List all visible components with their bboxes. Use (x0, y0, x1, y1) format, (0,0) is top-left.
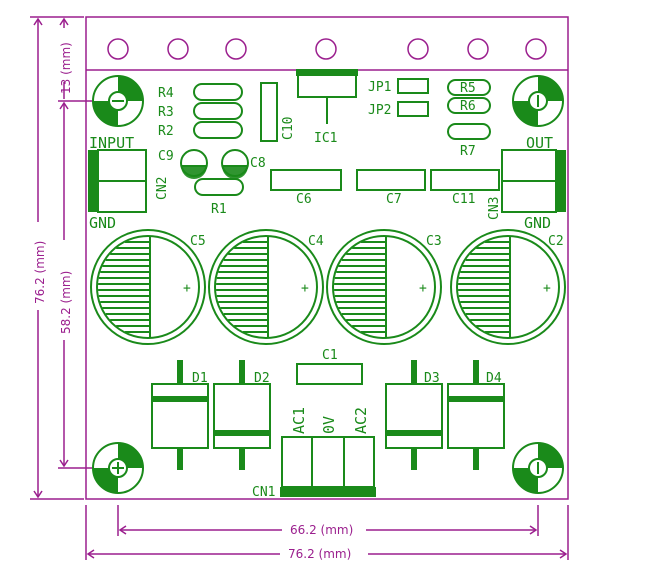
capacitor-c3: + C3 (326, 229, 442, 345)
cn2-label: CN2 (155, 177, 170, 200)
ic1: IC1 (296, 69, 358, 146)
c3-label: C3 (426, 234, 442, 249)
diode-d3: D3 (385, 360, 443, 470)
mounting-hole-bottom-left (92, 442, 144, 494)
capacitor-c6: C6 (270, 169, 342, 207)
resistor-r4: R4 (158, 83, 243, 101)
gnd-left-label: GND (89, 214, 116, 232)
resistor-r5: R5 (447, 79, 491, 96)
capacitor-c5: + C5 (90, 229, 206, 345)
top-pin-row (107, 38, 547, 60)
c2-label: C2 (548, 234, 564, 249)
resistor-r2: R2 (158, 121, 243, 139)
c4-label: C4 (308, 234, 324, 249)
capacitor-c10: C10 (260, 82, 296, 142)
top-offset-label: 13 (mm) (59, 42, 73, 94)
resistor-r7: R7 (447, 123, 491, 159)
capacitor-plus-mark: + (301, 281, 309, 296)
resistor-r6: R6 (447, 97, 491, 114)
width-total-label: 76.2 (mm) (288, 547, 351, 561)
ac2-label: AC2 (352, 407, 370, 434)
dimension-height-total: 76.2 (mm) (30, 16, 84, 500)
c9-label: C9 (158, 149, 174, 164)
capacitor-c11: C11 (430, 169, 500, 207)
gnd-right-label: GND (524, 214, 551, 232)
c10-label: C10 (281, 117, 296, 140)
width-holes-label: 66.2 (mm) (290, 523, 353, 537)
cn3-label: CN3 (487, 197, 502, 220)
dimension-height-holes: 58.2 (mm) (58, 100, 92, 469)
jp2-label: JP2 (368, 103, 391, 118)
connector-cn1: AC1 0V AC2 CN1 (252, 407, 376, 500)
height-holes-label: 58.2 (mm) (59, 271, 73, 334)
capacitor-c8: C8 (221, 149, 266, 179)
dimension-width-total: 76.2 (mm) (85, 505, 569, 561)
capacitor-c9: C9 (158, 149, 208, 179)
d2-label: D2 (254, 371, 270, 386)
r6-label: R6 (460, 99, 476, 114)
resistor-r1: R1 (194, 178, 244, 217)
c1-label: C1 (322, 348, 338, 363)
r2-label: R2 (158, 124, 174, 139)
dimension-width-holes: 66.2 (mm) (117, 505, 539, 537)
c5-label: C5 (190, 234, 206, 249)
diode-d2: D2 (213, 360, 271, 470)
mounting-hole-bottom-right (512, 442, 564, 494)
jumper-jp2: JP2 (368, 101, 429, 118)
r5-label: R5 (460, 81, 476, 96)
mounting-hole-top-right (512, 75, 564, 127)
d4-label: D4 (486, 371, 502, 386)
capacitor-plus-mark: + (183, 281, 191, 296)
connector-cn2: CN2 INPUT GND (88, 134, 170, 232)
r4-label: R4 (158, 86, 174, 101)
diode-d1: D1 (151, 360, 209, 470)
cn1-label: CN1 (252, 485, 275, 500)
dimension-top-offset: 13 (mm) (59, 17, 73, 99)
jumper-jp1: JP1 (368, 78, 429, 95)
r7-label: R7 (460, 144, 476, 159)
c8-label: C8 (250, 156, 266, 171)
capacitor-plus-mark: + (419, 281, 427, 296)
d1-label: D1 (192, 371, 208, 386)
capacitor-c4: + C4 (208, 229, 324, 345)
diodes: D1 D2 D3 D4 (151, 360, 505, 470)
capacitor-c7: C7 (356, 169, 426, 207)
r1-label: R1 (211, 202, 227, 217)
height-total-label: 76.2 (mm) (33, 241, 47, 304)
r3-label: R3 (158, 105, 174, 120)
c11-label: C11 (452, 192, 475, 207)
c6-label: C6 (296, 192, 312, 207)
out-label: OUT (526, 134, 553, 152)
connector-cn3: CN3 OUT GND (487, 134, 566, 232)
d3-label: D3 (424, 371, 440, 386)
resistor-r3: R3 (158, 102, 243, 120)
ic1-label: IC1 (314, 131, 337, 146)
mounting-hole-top-left (92, 75, 144, 127)
ov-label: 0V (320, 416, 338, 434)
input-label: INPUT (89, 134, 134, 152)
diode-d4: D4 (447, 360, 505, 470)
capacitor-c2: + C2 (450, 229, 566, 345)
capacitor-plus-mark: + (543, 281, 551, 296)
capacitor-c1: C1 (296, 348, 363, 385)
electrolytic-capacitors: + C5 + C4 + C3 + C2 (90, 229, 566, 345)
ac1-label: AC1 (290, 407, 308, 434)
jp1-label: JP1 (368, 80, 391, 95)
c7-label: C7 (386, 192, 402, 207)
